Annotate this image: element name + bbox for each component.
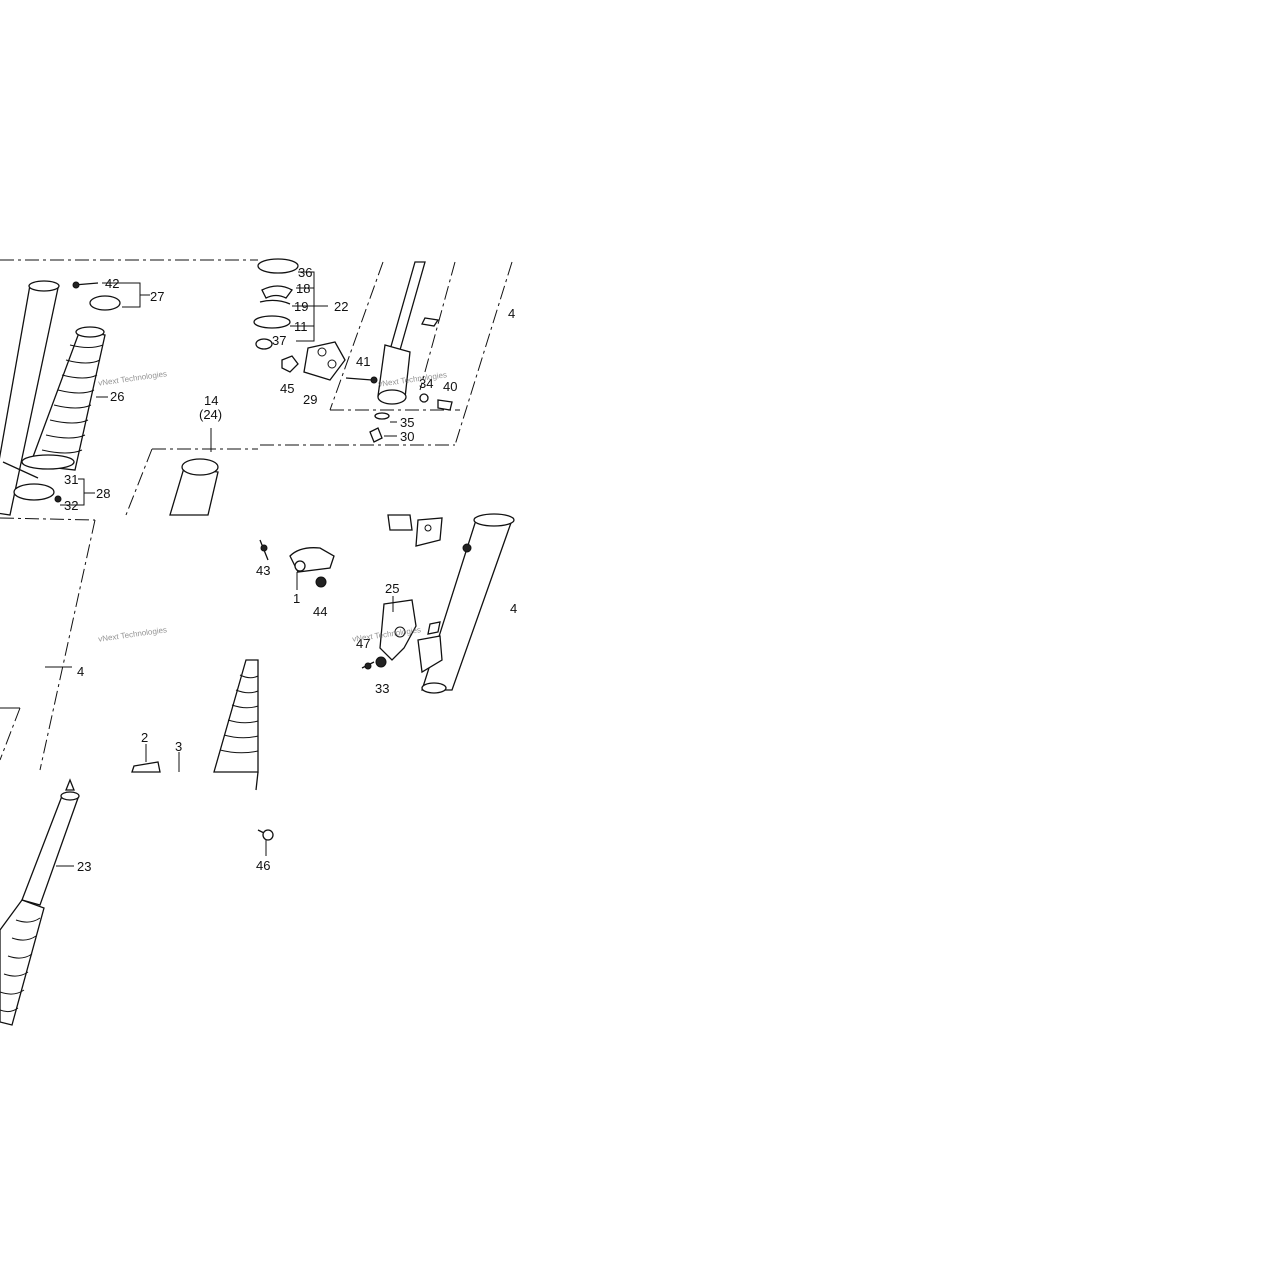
bolt-41 bbox=[345, 376, 378, 384]
label-22: 22 bbox=[334, 299, 349, 314]
outer-tube-14 bbox=[169, 428, 219, 516]
parts-22-group bbox=[253, 258, 299, 350]
bolt-43 bbox=[259, 539, 269, 561]
label-24: (24) bbox=[199, 407, 223, 422]
nut-44 bbox=[315, 576, 327, 588]
bolt-47-33 bbox=[361, 656, 387, 670]
label-42: 42 bbox=[105, 276, 120, 291]
label-32: 32 bbox=[64, 498, 79, 513]
label-37: 37 bbox=[272, 333, 287, 348]
label-1: 1 bbox=[293, 591, 301, 606]
nut-45 bbox=[281, 355, 299, 373]
caliper-25 bbox=[379, 596, 417, 661]
label-4-right: 4 bbox=[510, 601, 518, 616]
bracket-2-3 bbox=[131, 744, 180, 773]
leaders-22 bbox=[290, 271, 328, 342]
bolt-46 bbox=[257, 829, 274, 856]
label-29: 29 bbox=[303, 392, 318, 407]
leaders-top-left bbox=[60, 282, 150, 506]
label-25: 25 bbox=[385, 581, 400, 596]
bolt-bottom bbox=[255, 771, 259, 791]
label-31: 31 bbox=[64, 472, 79, 487]
label-14: 14 bbox=[204, 393, 219, 408]
frame-middle-left bbox=[0, 707, 21, 761]
label-27: 27 bbox=[150, 289, 165, 304]
label-3: 3 bbox=[175, 739, 183, 754]
label-19: 19 bbox=[294, 299, 309, 314]
clamp-1 bbox=[289, 547, 335, 590]
clamp-27 bbox=[72, 281, 121, 311]
label-30: 30 bbox=[400, 429, 415, 444]
damper-23 bbox=[0, 778, 80, 1026]
label-23: 23 bbox=[77, 859, 92, 874]
frame-top-left bbox=[0, 259, 258, 771]
label-41: 41 bbox=[356, 354, 371, 369]
label-35: 35 bbox=[400, 415, 415, 430]
label-18: 18 bbox=[296, 281, 311, 296]
label-46: 46 bbox=[256, 858, 271, 873]
fork-slider-right bbox=[417, 513, 515, 694]
bracket-top bbox=[387, 514, 443, 547]
fork-slider-top bbox=[260, 261, 513, 446]
label-40: 40 bbox=[443, 379, 458, 394]
label-28: 28 bbox=[96, 486, 111, 501]
label-4-left: 4 bbox=[77, 664, 85, 679]
label-26: 26 bbox=[110, 389, 125, 404]
label-44: 44 bbox=[313, 604, 328, 619]
clamp-28 bbox=[2, 461, 62, 503]
fork-tube-upper-left bbox=[0, 280, 60, 516]
label-36: 36 bbox=[298, 265, 313, 280]
label-33: 33 bbox=[375, 681, 390, 696]
holder-29 bbox=[303, 341, 346, 381]
label-43: 43 bbox=[256, 563, 271, 578]
label-11: 11 bbox=[294, 319, 308, 334]
dust-boot-right bbox=[213, 659, 259, 773]
label-34: 34 bbox=[419, 376, 434, 391]
label-2: 2 bbox=[141, 730, 149, 745]
small-parts-34-40 bbox=[369, 393, 453, 443]
dust-boot-26 bbox=[21, 326, 106, 471]
label-4-top: 4 bbox=[508, 306, 516, 321]
label-45: 45 bbox=[280, 381, 295, 396]
label-47: 47 bbox=[356, 636, 371, 651]
